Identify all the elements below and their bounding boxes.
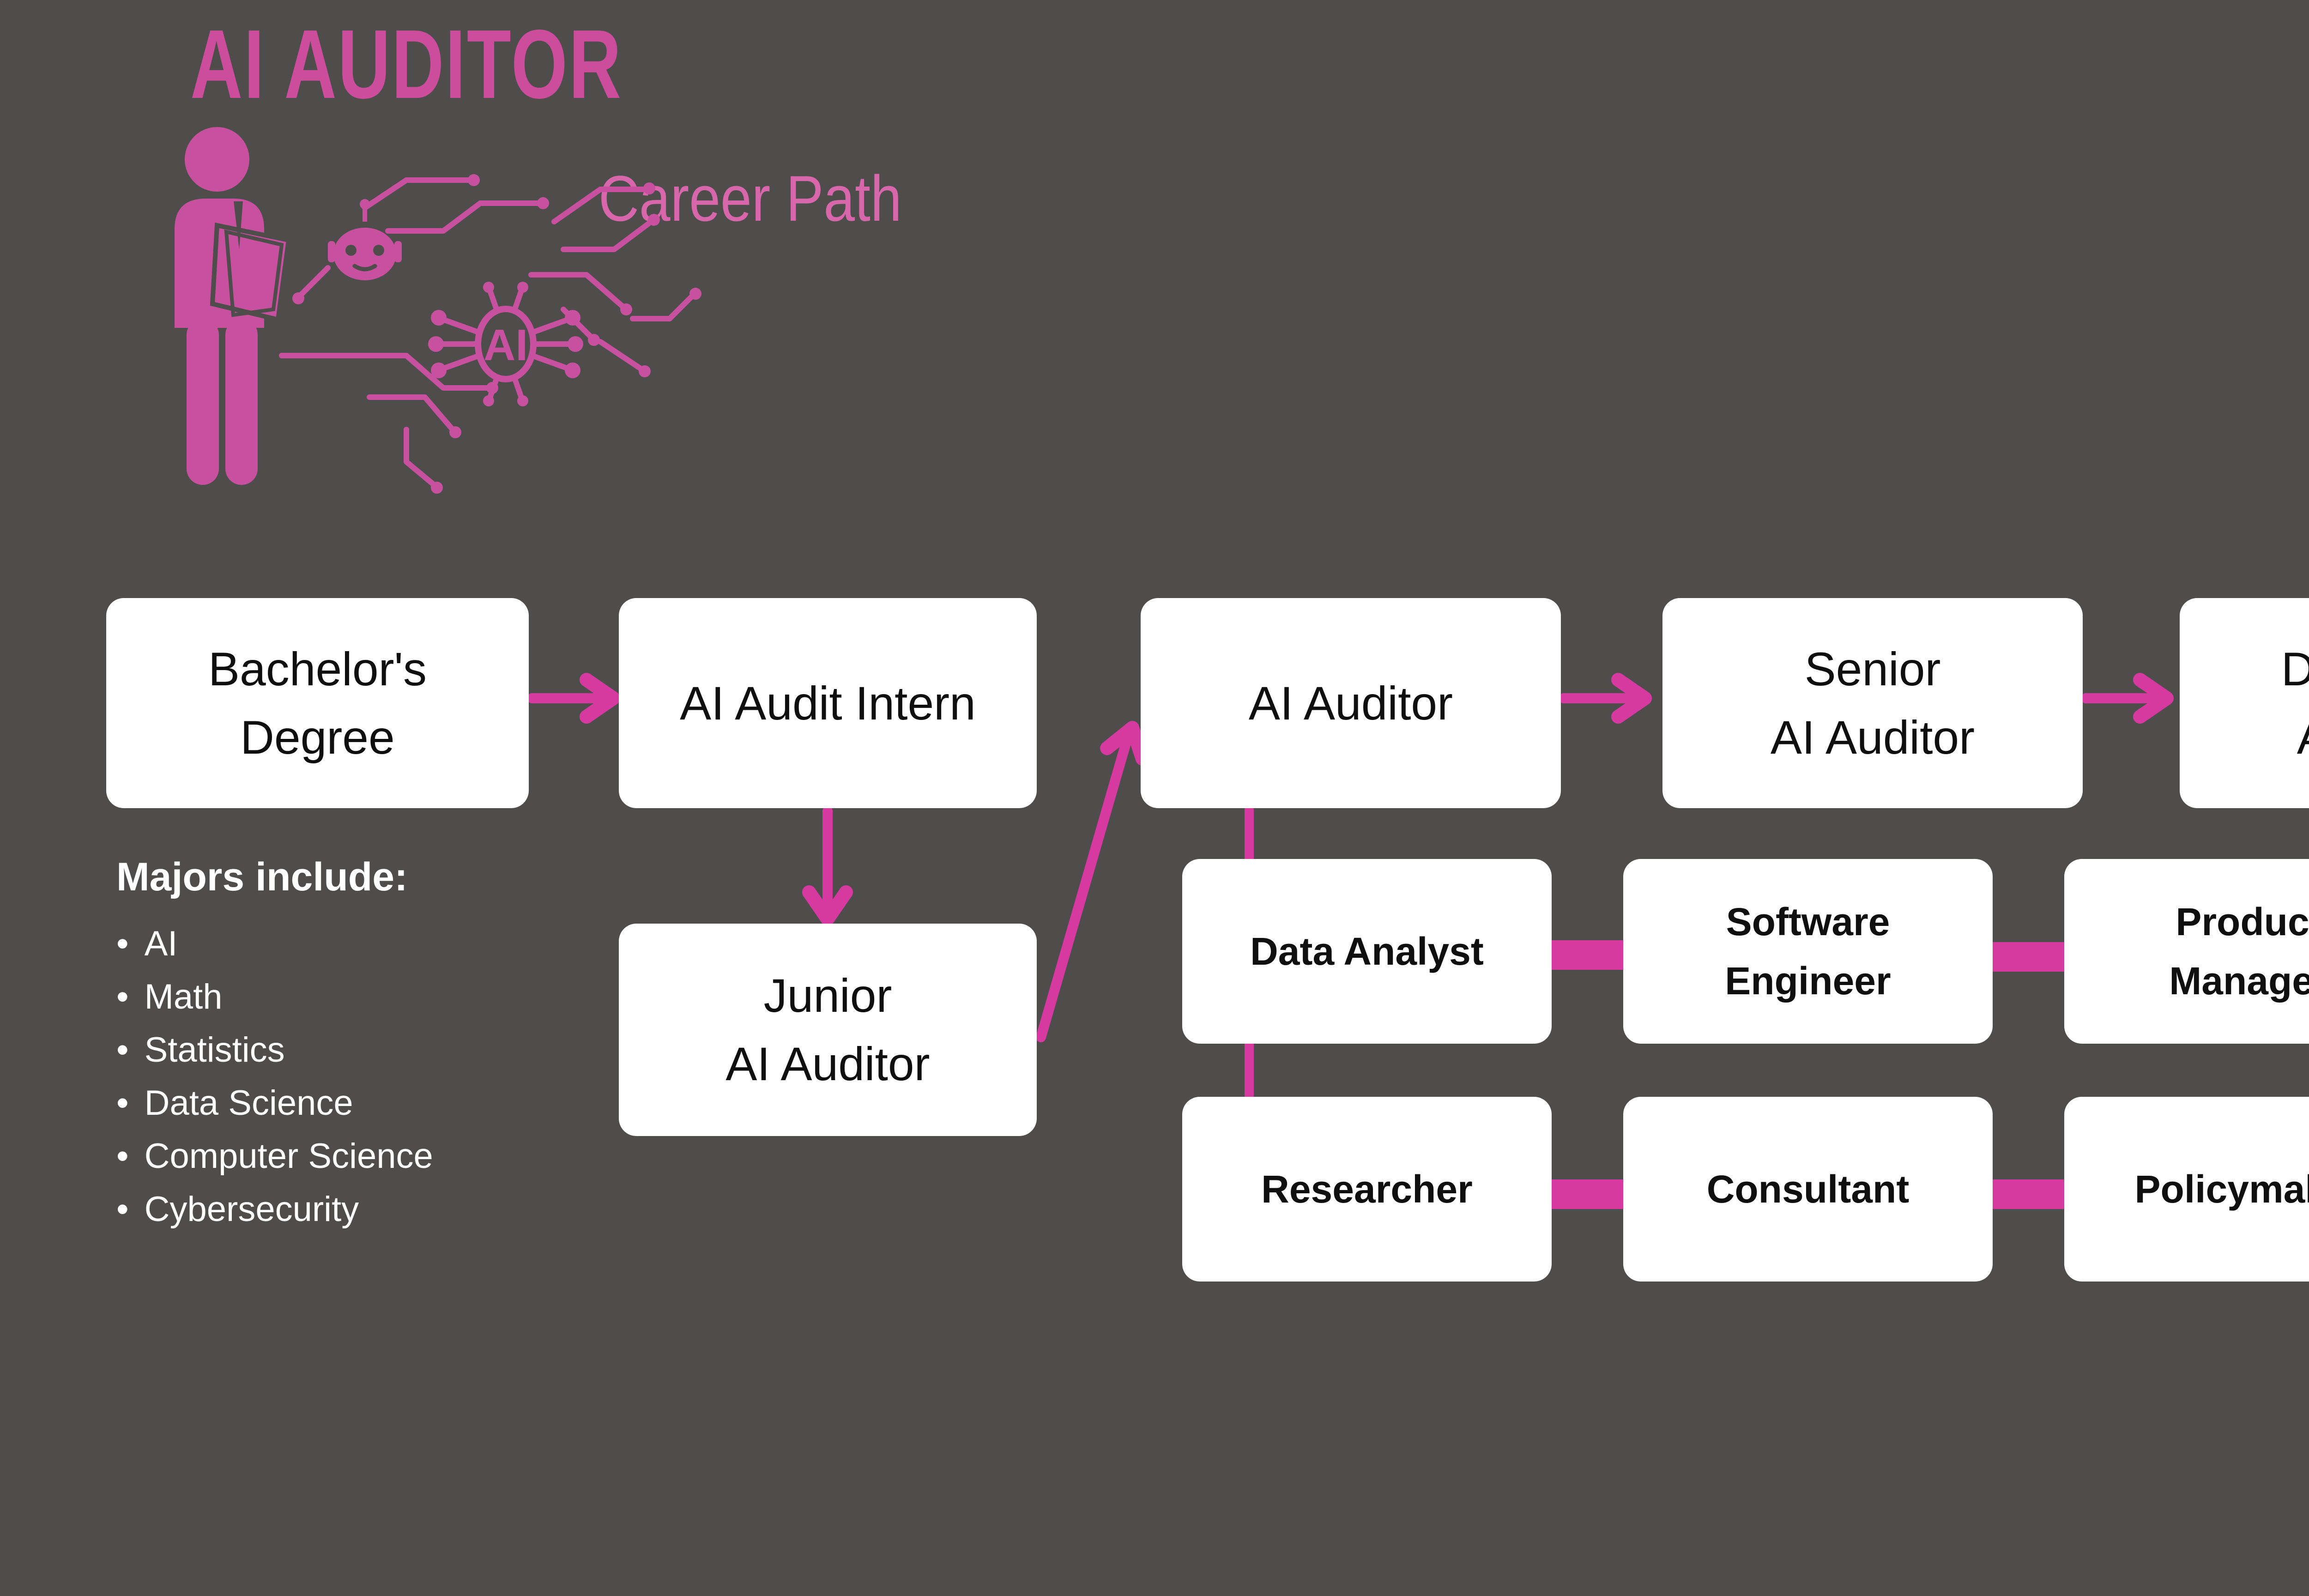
node-label: Junior — [763, 969, 892, 1022]
node-label: Bachelor's — [208, 642, 427, 695]
node-consultant: Consultant — [1623, 1097, 1993, 1282]
hero-illustration: AI — [175, 127, 701, 494]
auditor-person-icon — [175, 127, 291, 485]
page-title: AI AUDITOR — [190, 9, 623, 119]
list-item: AI — [116, 917, 763, 970]
robot-head-icon — [328, 199, 402, 280]
list-item: Data Science — [116, 1076, 763, 1130]
node-junior-ai-auditor: Junior AI Auditor — [619, 924, 1037, 1136]
node-product-manager: Product Manager — [2064, 859, 2309, 1044]
node-label: Product — [2176, 900, 2309, 943]
node-label: Degree — [240, 711, 395, 764]
list-item: Computer Science — [116, 1130, 763, 1183]
ai-chip-label: AI — [484, 320, 528, 370]
arrow-junior-to-auditor — [1036, 738, 1131, 1042]
node-label: Consultant — [1706, 1167, 1910, 1211]
node-label: Software — [1726, 900, 1890, 943]
node-director-of-ai-ethics: Director of AI Ethics — [2180, 598, 2309, 808]
node-ai-auditor: AI Auditor — [1141, 598, 1561, 808]
node-label: AI Auditor — [1770, 711, 1975, 764]
node-label: Engineer — [1725, 959, 1891, 1003]
circuit-traces-icon — [279, 177, 695, 488]
node-label: AI Auditor — [725, 1038, 930, 1090]
node-data-analyst: Data Analyst — [1182, 859, 1552, 1044]
majors-list: Majors include: AI Math Statistics Data … — [116, 852, 763, 1236]
node-label: Researcher — [1261, 1167, 1473, 1211]
node-label: AI Audit Intern — [680, 677, 976, 730]
node-senior-ai-auditor: Senior AI Auditor — [1662, 598, 2083, 808]
node-researcher: Researcher — [1182, 1097, 1552, 1282]
node-bachelors-degree: Bachelor's Degree — [106, 598, 529, 808]
node-label: Policymaker — [2134, 1167, 2309, 1211]
list-item: Math — [116, 970, 763, 1023]
node-policymaker: Policymaker — [2064, 1097, 2309, 1282]
list-item: Cybersecurity — [116, 1183, 763, 1236]
node-ai-audit-intern: AI Audit Intern — [619, 598, 1037, 808]
ai-chip-icon: AI — [428, 282, 583, 406]
list-item: Statistics — [116, 1023, 763, 1076]
node-label: AI Auditor — [1248, 677, 1453, 730]
node-label: Manager — [2169, 959, 2309, 1003]
node-label: Senior — [1804, 642, 1941, 695]
node-label: AI Ethics — [2297, 703, 2309, 772]
majors-title: Majors include: — [116, 855, 408, 899]
node-label: Data Analyst — [1250, 930, 1484, 973]
node-software-engineer: Software Engineer — [1623, 859, 1993, 1044]
node-label: Director of — [2281, 642, 2309, 695]
